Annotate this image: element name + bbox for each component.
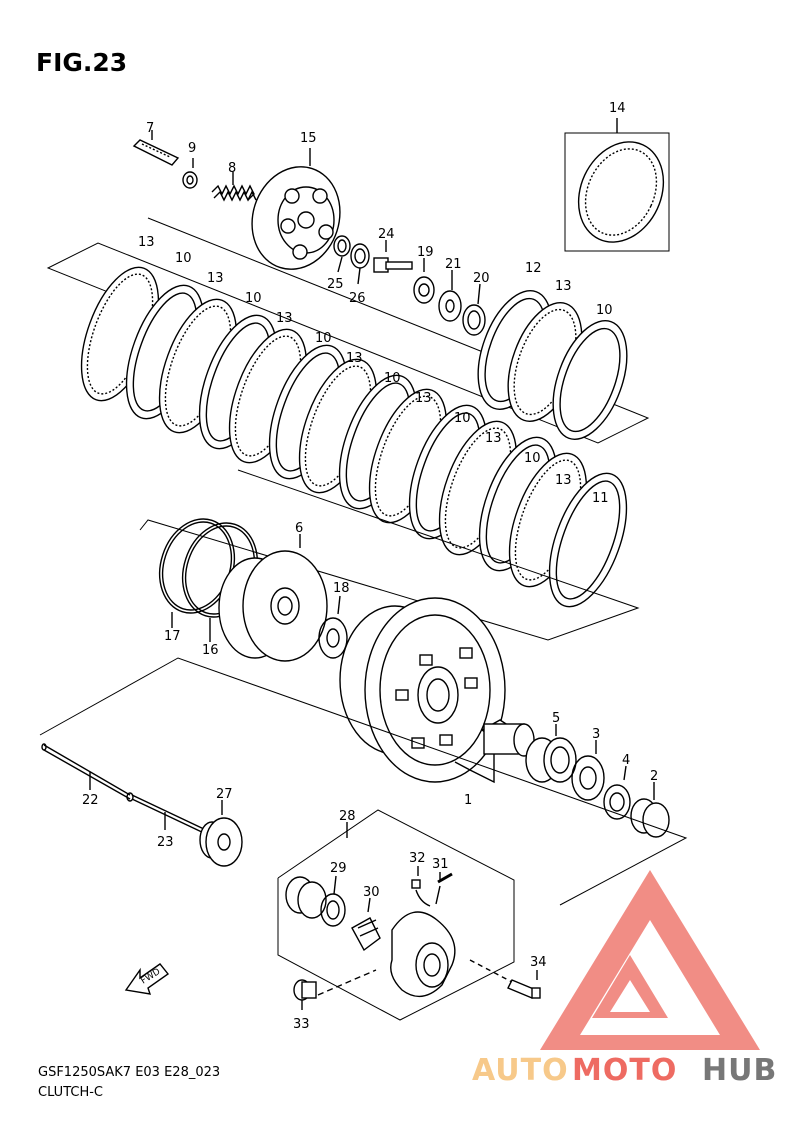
needle-bearing-5-shape — [525, 724, 577, 783]
washer-21-shape — [438, 270, 462, 322]
callout-4: 4 — [622, 753, 630, 768]
washer-25-shape — [333, 235, 351, 273]
bleeder-31-shape — [435, 872, 453, 905]
push-rod-frame — [39, 657, 688, 906]
watermark-brand: AUTO MOTO HUB — [472, 1053, 777, 1088]
callout-10e: 10 — [454, 411, 471, 426]
clutch-ring-14-shape — [577, 141, 665, 243]
callout-25: 25 — [327, 277, 344, 292]
bolt-7-shape — [132, 130, 180, 166]
seal-29-shape — [320, 875, 346, 927]
bolt-34-shape — [469, 959, 541, 999]
right-plate-stack — [477, 290, 628, 440]
push-rod-22-shape — [41, 743, 131, 800]
pin-33-shape — [293, 969, 377, 1010]
callout-11: 11 — [592, 491, 609, 506]
callout-7: 7 — [146, 121, 154, 136]
callout-12: 12 — [525, 261, 542, 276]
washer-18-shape — [318, 595, 348, 659]
callout-9: 9 — [188, 141, 196, 156]
figure-name: CLUTCH-C — [38, 1085, 103, 1100]
callout-27: 27 — [216, 787, 233, 802]
nut-19-shape — [413, 258, 435, 304]
callout-10f: 10 — [524, 451, 541, 466]
cylinder-body-shape — [390, 911, 456, 998]
spring-30-shape — [351, 897, 381, 952]
washer-4-shape — [603, 765, 631, 820]
nut-9-shape — [182, 158, 198, 189]
callout-8: 8 — [228, 161, 236, 176]
watermark-part-auto: AUTO — [472, 1053, 569, 1088]
callout-17: 17 — [164, 629, 181, 644]
clutch-hub-6-shape — [218, 534, 328, 662]
washer-20-shape — [462, 283, 486, 336]
callout-10g: 10 — [596, 303, 613, 318]
fwd-arrow-icon — [124, 963, 170, 995]
callout-10a: 10 — [175, 251, 192, 266]
pressure-plate-15-shape — [251, 148, 341, 270]
callout-10c: 10 — [315, 331, 332, 346]
callout-28: 28 — [339, 809, 356, 824]
bearing-26-shape — [350, 243, 370, 285]
clutch-housing-1-shape — [339, 597, 506, 784]
watermark-part-hub: HUB — [702, 1053, 777, 1088]
pusher-24-shape — [373, 240, 413, 273]
callout-5: 5 — [552, 711, 560, 726]
callout-30: 30 — [363, 885, 380, 900]
sleeve-shape — [480, 719, 535, 757]
spring-8-shape — [211, 172, 257, 202]
release-assembly-frame — [277, 809, 515, 1021]
callout-6: 6 — [295, 521, 303, 536]
callout-2: 2 — [650, 769, 658, 784]
upper-plate-stack — [80, 266, 628, 608]
watermark-logo-icon — [540, 870, 760, 1050]
callout-13b: 13 — [207, 271, 224, 286]
callout-13d: 13 — [346, 351, 363, 366]
figure-code: GSF1250SAK7 E03 E28_023 — [38, 1065, 221, 1080]
callout-33: 33 — [293, 1017, 310, 1032]
callout-31: 31 — [432, 857, 449, 872]
callout-labels: 7 9 8 15 14 24 19 21 20 25 26 13 10 13 1… — [82, 101, 658, 1032]
figure-title: FIG.23 — [36, 48, 128, 77]
callout-15: 15 — [300, 131, 317, 146]
cap-32-shape — [411, 866, 431, 907]
spacer-2-shape — [630, 782, 670, 838]
callout-13h: 13 — [555, 279, 572, 294]
item-14-box — [564, 132, 670, 252]
callout-29: 29 — [330, 861, 347, 876]
callout-34: 34 — [530, 955, 547, 970]
plate-group-frame-lower — [139, 469, 640, 641]
callout-1: 1 — [464, 793, 472, 808]
washer-3-shape — [571, 740, 605, 801]
callout-18: 18 — [333, 581, 350, 596]
callout-21: 21 — [445, 257, 462, 272]
callout-13f: 13 — [485, 431, 502, 446]
callout-3: 3 — [592, 727, 600, 742]
push-rod-23-shape — [126, 792, 207, 835]
callout-10b: 10 — [245, 291, 262, 306]
callout-16: 16 — [202, 643, 219, 658]
callout-32: 32 — [409, 851, 426, 866]
callout-23: 23 — [157, 835, 174, 850]
callout-13c: 13 — [276, 311, 293, 326]
callout-19: 19 — [417, 245, 434, 260]
watermark-part-moto: MOTO — [572, 1053, 677, 1088]
callout-20: 20 — [473, 271, 490, 286]
piston-seal-shape — [285, 876, 327, 919]
piece-27-shape — [199, 800, 243, 867]
callout-22: 22 — [82, 793, 99, 808]
callout-10d: 10 — [384, 371, 401, 386]
callout-24: 24 — [378, 227, 395, 242]
callout-13e: 13 — [415, 391, 432, 406]
callout-26: 26 — [349, 291, 366, 306]
callout-14: 14 — [609, 101, 626, 116]
callout-13g: 13 — [555, 473, 572, 488]
callout-13a: 13 — [138, 235, 155, 250]
